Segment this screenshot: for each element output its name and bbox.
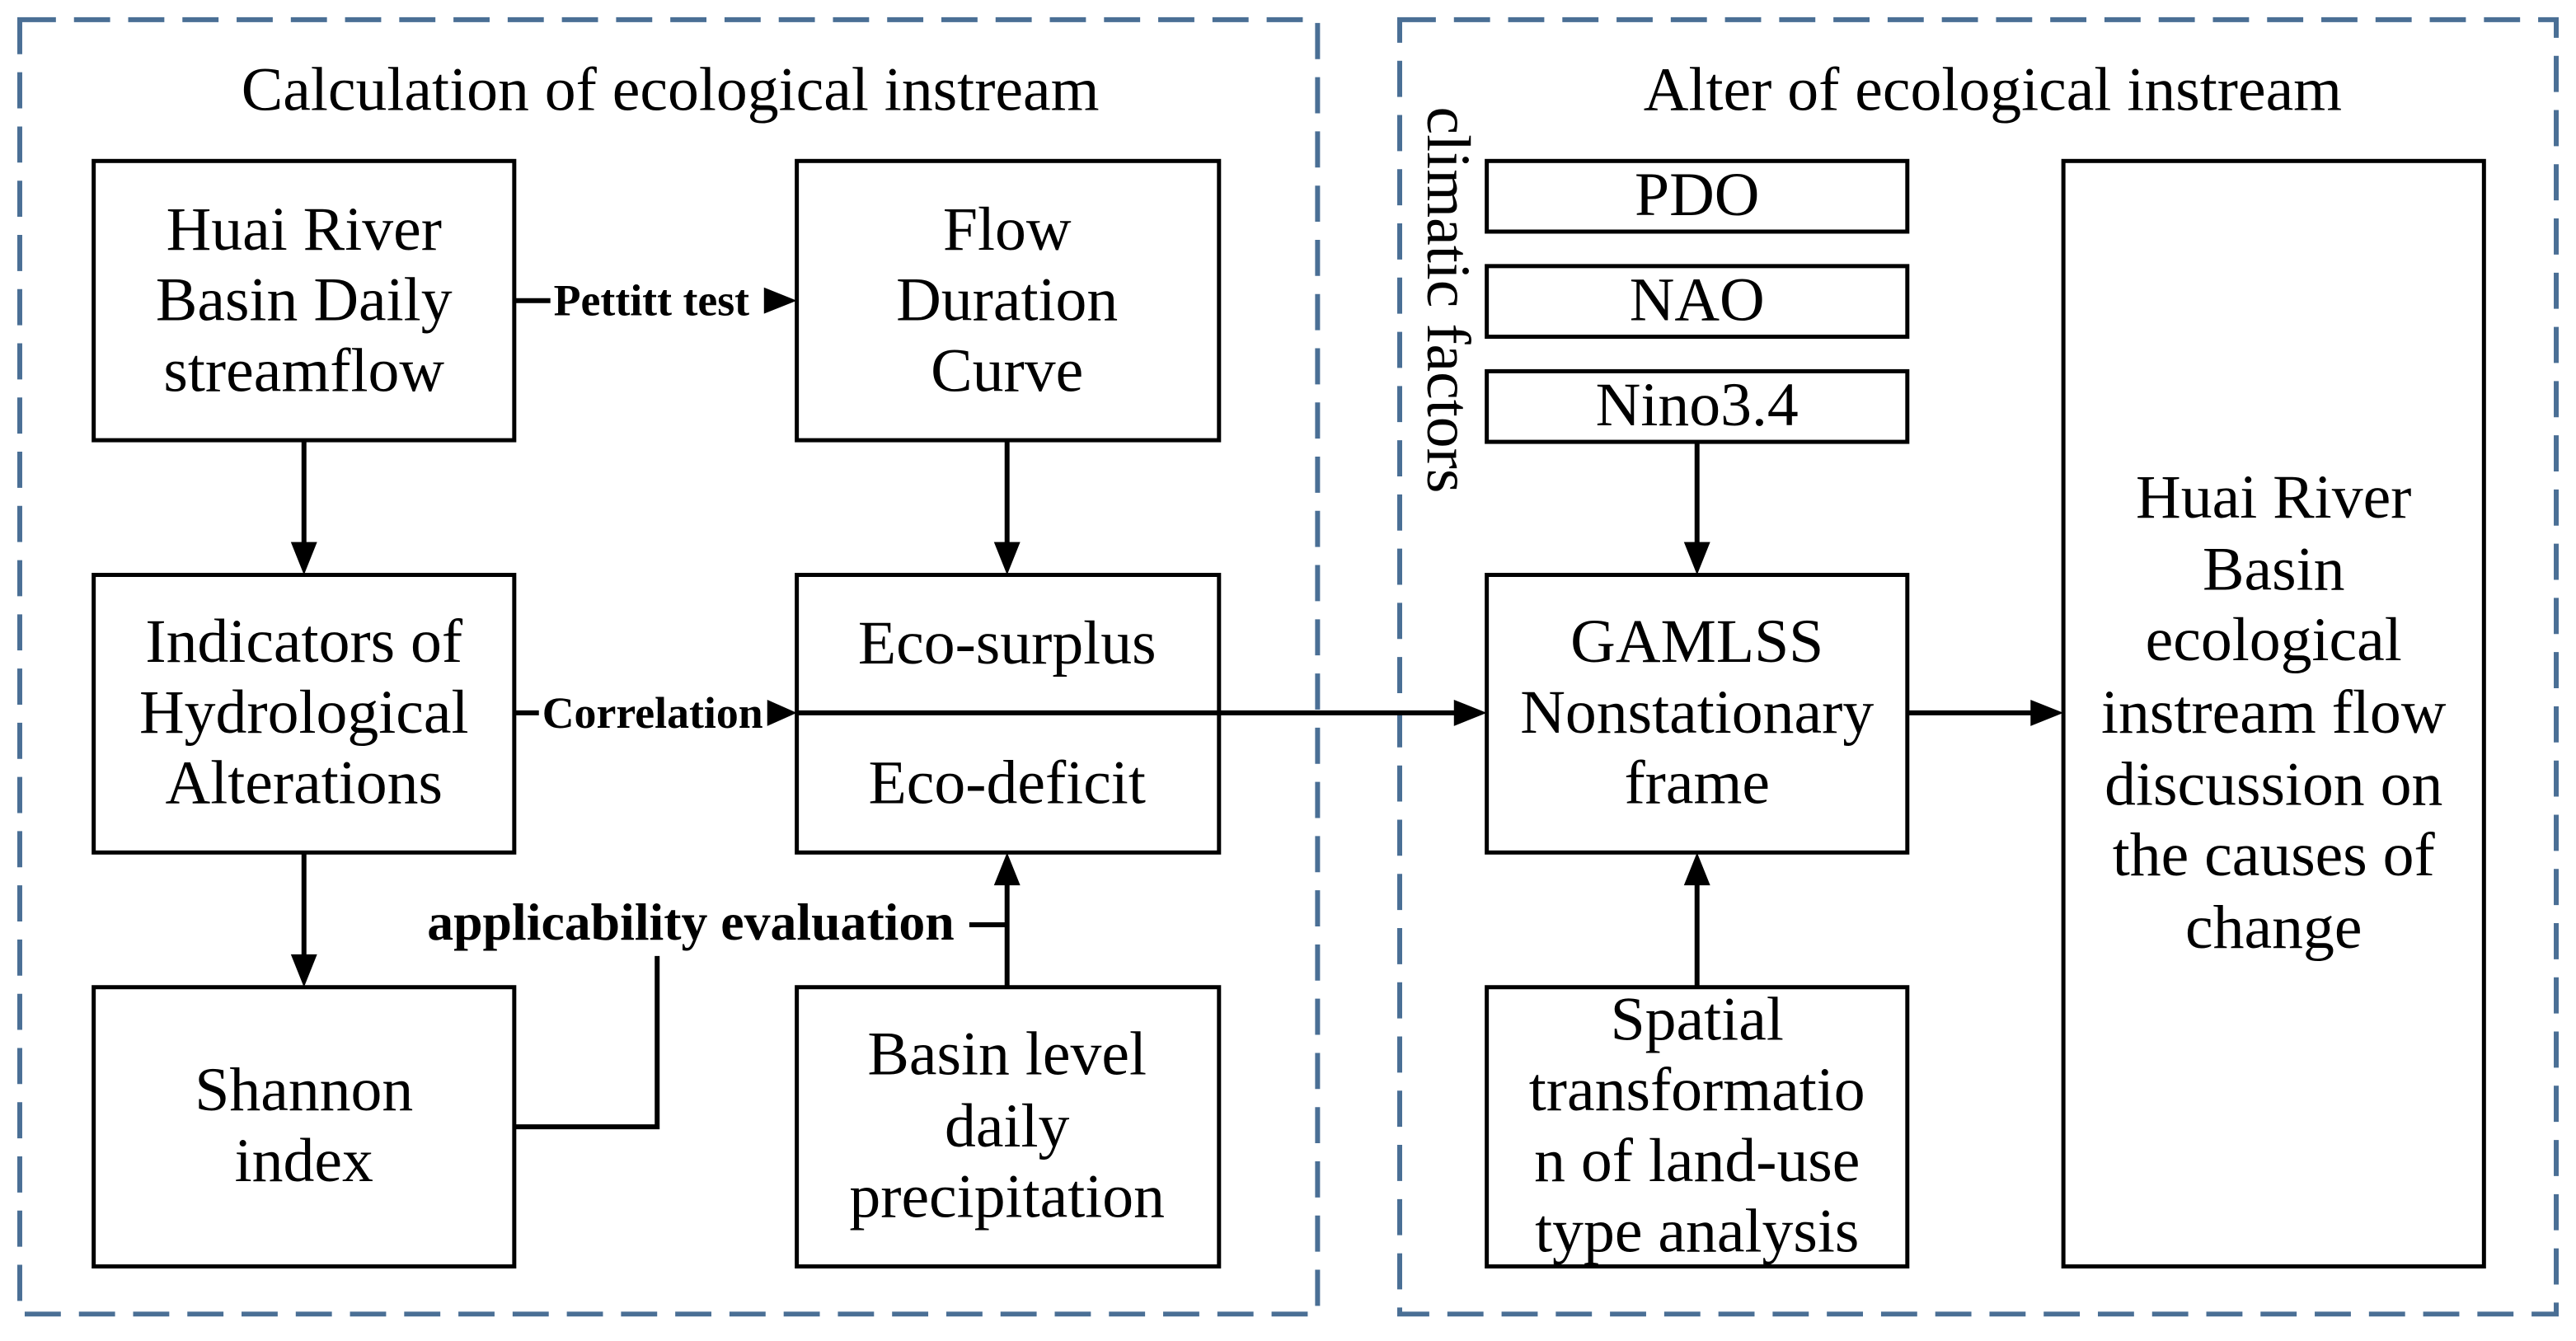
arrowhead: [2030, 699, 2064, 726]
arrowhead: [993, 852, 1021, 886]
node-label-line: discussion on: [2104, 751, 2442, 819]
node-label-line: streamflow: [163, 336, 444, 405]
node-label-line: index: [235, 1127, 373, 1195]
left-panel-title: Calculation of ecological instream: [242, 56, 1100, 124]
node-box: [1485, 368, 1910, 444]
node-label-line: Huai River: [2136, 463, 2411, 532]
arrow-land-use-to-gamlss: [1683, 852, 1710, 987]
node-label-line: Flow: [943, 195, 1072, 264]
arrowhead: [1453, 699, 1487, 726]
node-daily-streamflow: Huai River Basin Daily streamflow: [91, 158, 517, 443]
node-nino34: Nino3.4: [1485, 368, 1910, 444]
node-eco-surplus-deficit: Eco-surplus Eco-deficit: [795, 573, 1222, 855]
node-label-line: change: [2185, 893, 2362, 962]
node-daily-precipitation: Basin level daily precipitation: [795, 985, 1222, 1269]
node-label-line: Spatial: [1611, 986, 1784, 1054]
node-label-line: Indicators of: [145, 607, 463, 676]
node-box: [91, 573, 517, 855]
climatic-factors-label: climatic factors: [1414, 107, 1482, 494]
pettitt-test-label: Pettitt test: [554, 276, 750, 326]
node-pdo: PDO: [1485, 158, 1910, 234]
node-label: PDO: [1635, 161, 1759, 229]
node-box: [1485, 264, 1910, 340]
node-label-line: Basin Daily: [156, 266, 453, 335]
node-label-line: daily: [945, 1092, 1070, 1160]
node-label-line: Nonstationary: [1520, 678, 1874, 747]
node-label-line: Basin level: [867, 1020, 1147, 1088]
arrow-indicators-to-eco: Correlation: [514, 688, 797, 738]
right-panel-frame: [1397, 16, 2560, 1317]
arrowhead: [290, 542, 317, 575]
arrowhead: [290, 954, 317, 987]
arrow-gamlss-to-discussion: [1907, 699, 2064, 726]
node-label: NAO: [1630, 266, 1765, 335]
node-box: [1485, 985, 1910, 1269]
applicability-evaluation-label: applicability evaluation: [427, 893, 955, 951]
node-label-line: precipitation: [849, 1163, 1165, 1231]
connector-shannon-applicability: applicability evaluation: [427, 893, 1009, 1130]
arrow-streamflow-to-indicators: [290, 440, 317, 575]
node-label-line: Hydrological: [139, 678, 469, 747]
node-box: [91, 158, 517, 443]
node-box: [2061, 158, 2486, 1269]
node-label-line: Alterations: [166, 749, 443, 818]
arrow-indicators-to-shannon: [290, 852, 317, 987]
node-label-line: ecological: [2146, 606, 2402, 674]
node-label-line: transformatio: [1529, 1056, 1865, 1124]
node-label-line: type analysis: [1535, 1198, 1859, 1266]
connector-line: [514, 955, 660, 1130]
node-shannon-index: Shannon index: [91, 985, 517, 1269]
node-label-line: Curve: [931, 336, 1083, 405]
right-panel-title: Alter of ecological instream: [1644, 56, 2342, 124]
node-label: Nino3.4: [1596, 371, 1799, 439]
arrowhead: [1683, 542, 1710, 575]
node-label-line: frame: [1624, 749, 1770, 818]
node-label-line: Duration: [896, 266, 1118, 335]
node-label-line: GAMLSS: [1570, 607, 1823, 676]
arrowhead: [767, 699, 797, 726]
node-box: [1485, 573, 1910, 855]
node-label-line: Shannon: [195, 1056, 413, 1124]
node-land-use: Spatial transformatio n of land-use type…: [1485, 985, 1910, 1269]
arrow-precipitation-to-eco: [993, 852, 1021, 987]
node-nao: NAO: [1485, 264, 1910, 340]
eco-deficit-label: Eco-deficit: [869, 749, 1146, 818]
arrow-flow-duration-to-eco: [993, 440, 1021, 575]
arrow-streamflow-to-flow-duration: Pettitt test: [514, 276, 797, 326]
node-hydrological-alterations: Indicators of Hydrological Alterations: [91, 573, 517, 855]
arrowhead: [763, 287, 797, 314]
node-label-line: Basin: [2203, 535, 2344, 603]
arrow-nino-to-gamlss: [1683, 442, 1710, 575]
node-label-line: instream flow: [2101, 678, 2447, 747]
node-label-line: the causes of: [2113, 821, 2436, 889]
node-flow-duration-curve: Flow Duration Curve: [795, 158, 1222, 443]
node-box: [1485, 158, 1910, 234]
node-label-line: Huai River: [167, 195, 442, 264]
arrowhead: [993, 542, 1021, 575]
node-discussion: Huai River Basin ecological instream flo…: [2061, 158, 2486, 1269]
node-gamlss: GAMLSS Nonstationary frame: [1485, 573, 1910, 855]
node-label-line: n of land-use: [1534, 1127, 1860, 1195]
arrowhead: [1683, 852, 1710, 886]
arrow-eco-to-gamlss: [1218, 699, 1487, 726]
correlation-label: Correlation: [542, 688, 763, 738]
eco-surplus-label: Eco-surplus: [858, 609, 1157, 678]
